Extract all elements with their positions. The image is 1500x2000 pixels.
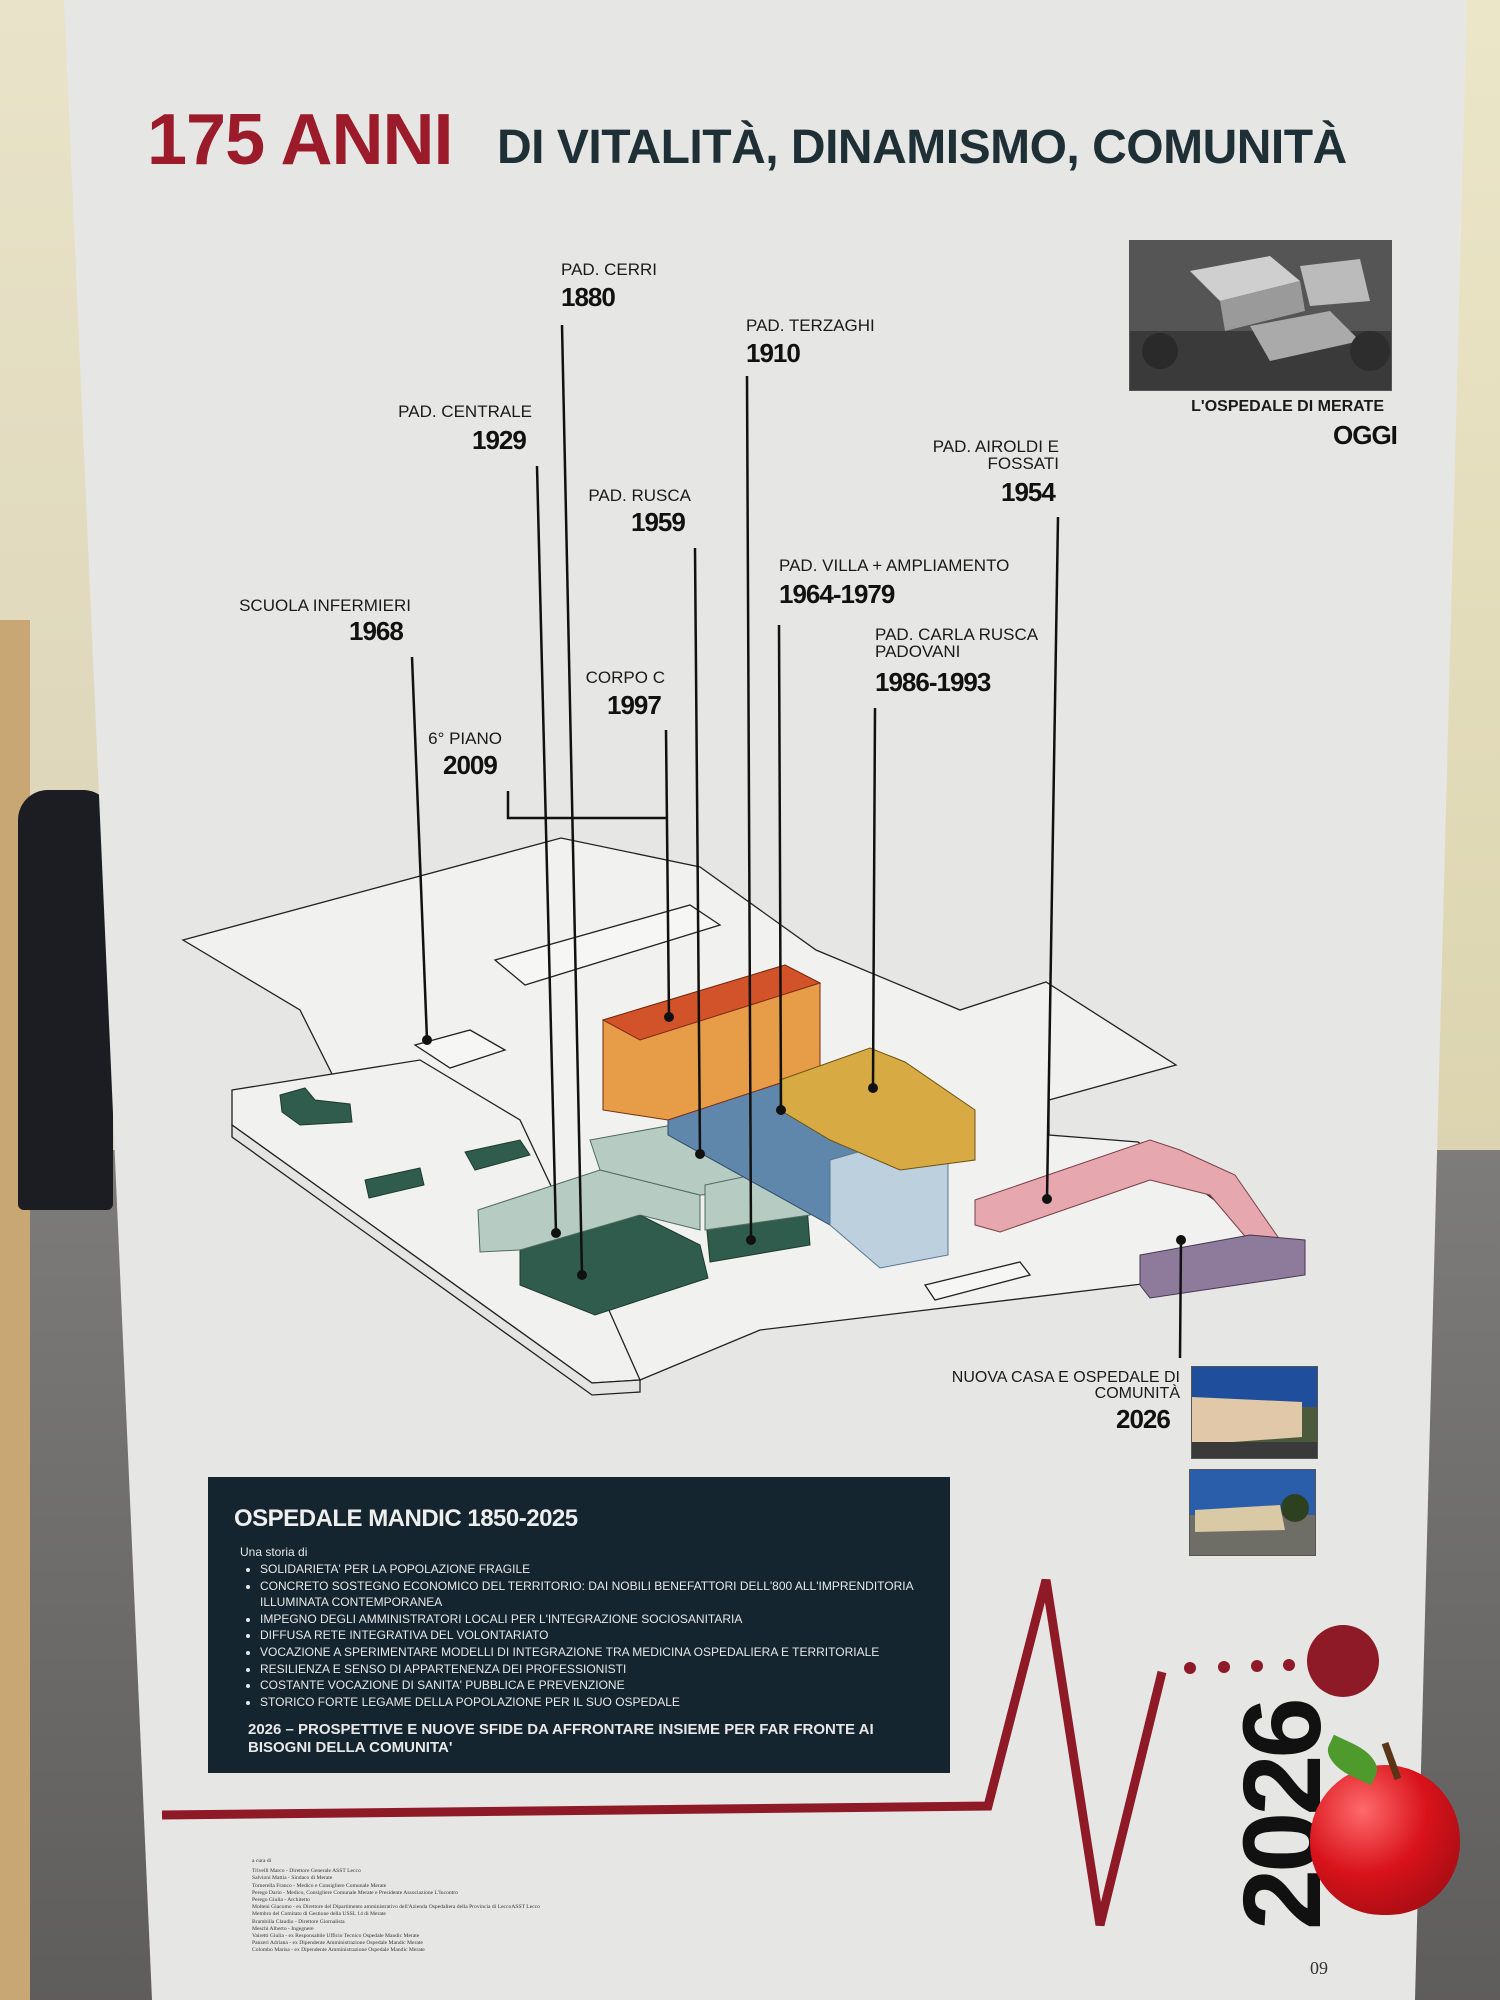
year-corpo-c: 1997 [607, 690, 662, 720]
credit-line: Panzeri Adriana - ex Dipendente Amminist… [252, 1940, 423, 1947]
year-pad-airoldi: 1954 [1001, 477, 1056, 507]
label-scuola-infermieri: SCUOLA INFERMIERI [239, 596, 411, 615]
credit-line: Tornerella Franco - Medico e Consigliere… [252, 1882, 387, 1889]
nuova-casa-photo-1 [1191, 1366, 1318, 1459]
label-corpo-c: CORPO C [585, 668, 665, 687]
building-carla-rusca [779, 1047, 976, 1171]
credit-line: Perego Giulia - Architetto [252, 1897, 310, 1904]
credit-line: Membro del Comitato di Gestione della US… [252, 1911, 386, 1918]
year-pad-villa: 1964-1979 [779, 579, 895, 609]
info-item: DIFFUSA RETE INTEGRATIVA DEL VOLONTARIAT… [260, 1627, 930, 1644]
nuova-casa-photo-2 [1189, 1469, 1316, 1556]
photo-today-label: OGGI [1333, 420, 1398, 450]
credit-line: Molteni Giacomo - ex Direttore del Dipar… [252, 1904, 540, 1911]
label-nuova-casa: NUOVA CASA E OSPEDALE DI COMUNITÀ [951, 1369, 1180, 1402]
year-scuola-infermieri: 1968 [349, 616, 404, 646]
year-pad-carla-rusca: 1986-1993 [875, 667, 991, 697]
info-item: RESILIENZA E SENSO DI APPARTENENZA DEI P… [260, 1661, 930, 1678]
year-nuova-casa: 2026 [1116, 1404, 1171, 1434]
label-pad-villa: PAD. VILLA + AMPLIAMENTO [779, 556, 1010, 575]
label-pad-centrale: PAD. CENTRALE [398, 402, 532, 421]
year-6-piano: 2009 [443, 750, 498, 780]
site-edge [231, 1123, 641, 1396]
year-pad-centrale: 1929 [472, 425, 527, 455]
title-rest: DI VITALITÀ, DINAMISMO, COMUNITÀ [497, 121, 1347, 174]
credit-line: Trivelli Marco - Direttore Generale ASST… [252, 1868, 361, 1875]
info-item: SOLIDARIETA' PER LA POPOLAZIONE FRAGILE [260, 1561, 930, 1578]
credit-line: Brambilla Claudio - Direttore Giornalist… [252, 1918, 345, 1925]
label-pad-carla-rusca: PAD. CARLA RUSCA PADOVANI [875, 625, 1038, 661]
credit-line: Vairetti Giulia - ex Responsabile Uffici… [252, 1933, 420, 1940]
label-pad-cerri: PAD. CERRI [561, 260, 658, 279]
title-highlight: 175 ANNI [147, 100, 453, 180]
info-item: COSTANTE VOCAZIONE DI SANITA' PUBBLICA E… [260, 1677, 930, 1694]
year-pad-rusca: 1959 [631, 507, 686, 537]
info-item: CONCRETO SOSTEGNO ECONOMICO DEL TERRITOR… [260, 1578, 930, 1611]
credits: a cura di Trivelli Marco - Direttore Gen… [252, 1858, 540, 1955]
info-closing: 2026 – PROSPETTIVE E NUOVE SFIDE DA AFFR… [248, 1721, 874, 1756]
info-intro: Una storia di [240, 1545, 308, 1559]
history-info-box: OSPEDALE MANDIC 1850-2025 Una storia di … [208, 1477, 950, 1773]
heartbeat-dot-large [1307, 1625, 1379, 1697]
person-silhouette [18, 790, 113, 1210]
credit-line: Colombo Marisa - ex Dipendente Amministr… [252, 1947, 425, 1954]
credit-line: Perego Dario - Medico, Consigliere Comun… [252, 1889, 458, 1896]
info-item: STORICO FORTE LEGAME DELLA POPOLAZIONE P… [260, 1694, 930, 1711]
page-number: 09 [1310, 1958, 1328, 1978]
credits-heading: a cura di [252, 1858, 272, 1864]
credit-line: Salvioni Mattia - Sindaco di Merate [252, 1875, 333, 1882]
info-item: VOCAZIONE A SPERIMENTARE MODELLI DI INTE… [260, 1644, 930, 1661]
apple-emoji-icon [1310, 1765, 1460, 1915]
label-6-piano: 6° PIANO [428, 729, 502, 748]
label-pad-terzaghi: PAD. TERZAGHI [746, 316, 875, 335]
heartbeat-line [161, 1578, 1167, 1927]
info-list: SOLIDARIETA' PER LA POPOLAZIONE FRAGILE … [238, 1561, 930, 1710]
label-pad-rusca: PAD. RUSCA [588, 486, 691, 505]
credit-line: Meschi Alberto - Ingegnere [252, 1925, 314, 1932]
photo-today-caption: L'OSPEDALE DI MERATE [1191, 398, 1384, 415]
label-pad-airoldi: PAD. AIROLDI E FOSSATI [932, 437, 1059, 473]
info-item: IMPEGNO DEGLI AMMINISTRATORI LOCALI PER … [260, 1611, 930, 1628]
info-heading: OSPEDALE MANDIC 1850-2025 [234, 1505, 578, 1532]
aerial-photo [1129, 240, 1392, 391]
year-pad-terzaghi: 1910 [746, 338, 801, 368]
year-pad-cerri: 1880 [561, 282, 616, 312]
